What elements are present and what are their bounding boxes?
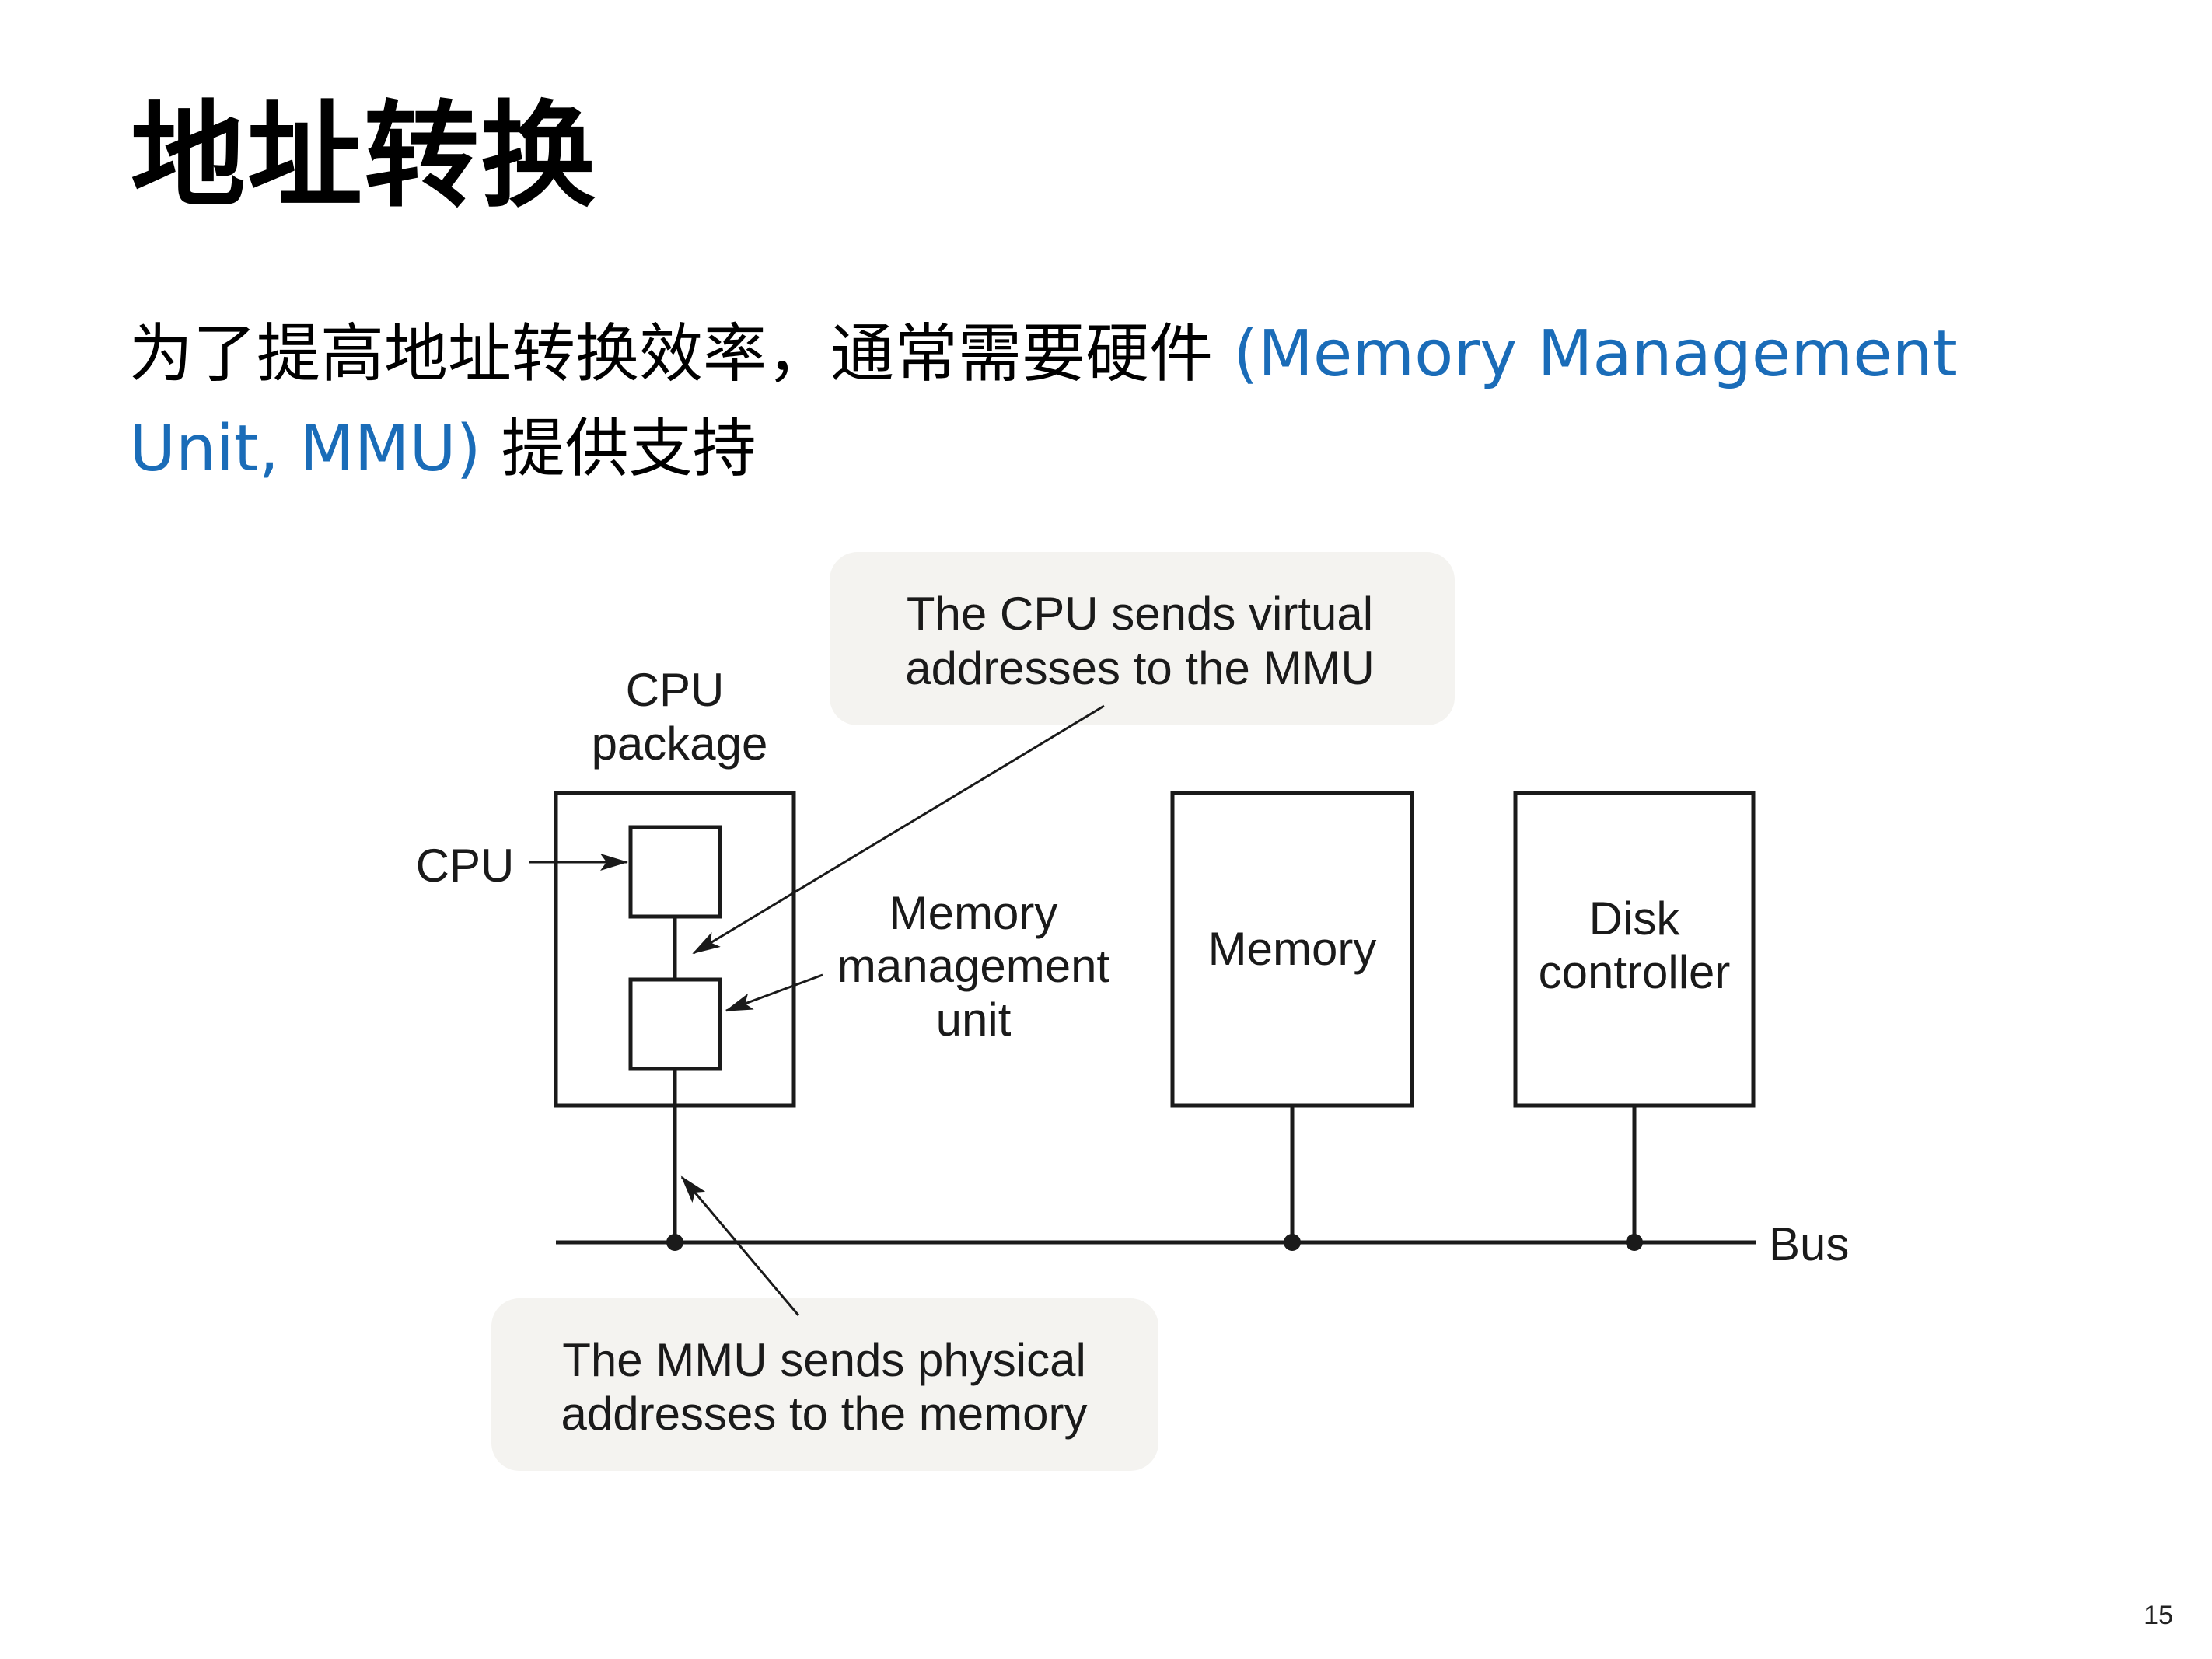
mmu-box [628,977,722,1071]
disk-controller-label-line1: Disk [1589,892,1681,945]
callout-physical-line2: addresses to the memory [561,1388,1088,1440]
callout-virtual-line1: The CPU sends virtual [907,588,1373,640]
memory-label: Memory [1208,923,1377,975]
mmu-label-line1: Memory [889,887,1058,939]
slide-title: 地址转换 [131,89,597,223]
intro-paragraph: 为了提高地址转换效率，通常需要硬件 (Memory Management Uni… [129,307,2119,497]
callout-physical-line1: The MMU sends physical [562,1334,1086,1386]
bus-junction-memory [1284,1234,1301,1251]
cpu-label: CPU [416,840,515,892]
bus-junction-mmu [666,1234,683,1251]
page-number: 15 [2144,1601,2173,1630]
mmu-label-arrow [725,973,823,1012]
callout-virtual-line2: addresses to the MMU [905,642,1375,694]
callout-physical-box [491,1298,1158,1471]
intro-text: 为了提高地址转换效率，通常需要硬件 [129,317,1234,391]
cpu-package-label-line2: package [592,718,768,770]
physical-address-arrow [680,1175,800,1316]
disk-controller-label-line2: controller [1539,946,1731,998]
mmu-label-line3: unit [936,994,1012,1046]
bus-junction-disk [1626,1234,1643,1251]
intro-suffix: 提供支持 [480,412,757,486]
virtual-address-arrow [692,704,1105,955]
bus-label: Bus [1769,1218,1849,1270]
callout-virtual-box [830,552,1455,725]
mmu-term: (Memory Management Unit, MMU) [129,317,1958,486]
cpu-package-label-line1: CPU [626,664,725,716]
cpu-box [628,825,722,919]
mmu-label-line2: management [837,940,1110,992]
